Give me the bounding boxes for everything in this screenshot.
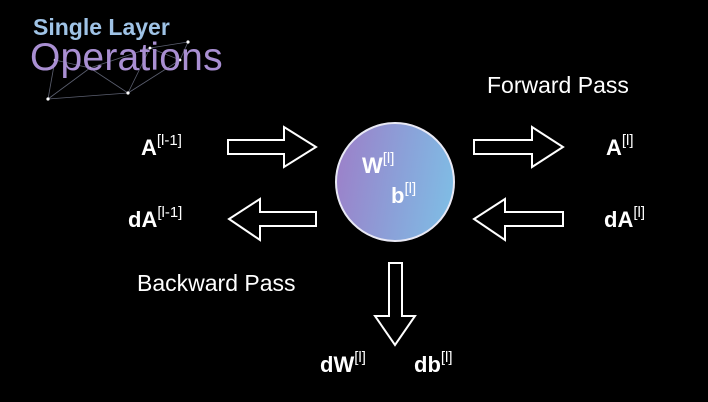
var-da-curr: dA[l] — [604, 203, 645, 232]
arrow-backward-in — [472, 197, 564, 242]
var-a-curr: A[l] — [606, 131, 634, 160]
var-w: W[l] — [362, 149, 395, 178]
arrow-forward-out — [473, 125, 565, 169]
layer-node — [335, 122, 455, 242]
backward-pass-label: Backward Pass — [137, 270, 296, 296]
forward-pass-label: Forward Pass — [487, 72, 629, 98]
var-b: b[l] — [391, 179, 417, 208]
title-line-1: Single Layer — [33, 14, 170, 40]
var-da-prev: dA[l-1] — [128, 203, 183, 232]
var-dw: dW[l] — [320, 348, 366, 377]
arrow-down-gradients — [373, 262, 417, 347]
arrow-forward-in — [227, 125, 318, 169]
var-a-prev: A[l-1] — [141, 131, 182, 160]
arrow-backward-out — [227, 197, 317, 242]
var-db: db[l] — [414, 348, 453, 377]
title-line-2: Operations — [30, 36, 223, 79]
